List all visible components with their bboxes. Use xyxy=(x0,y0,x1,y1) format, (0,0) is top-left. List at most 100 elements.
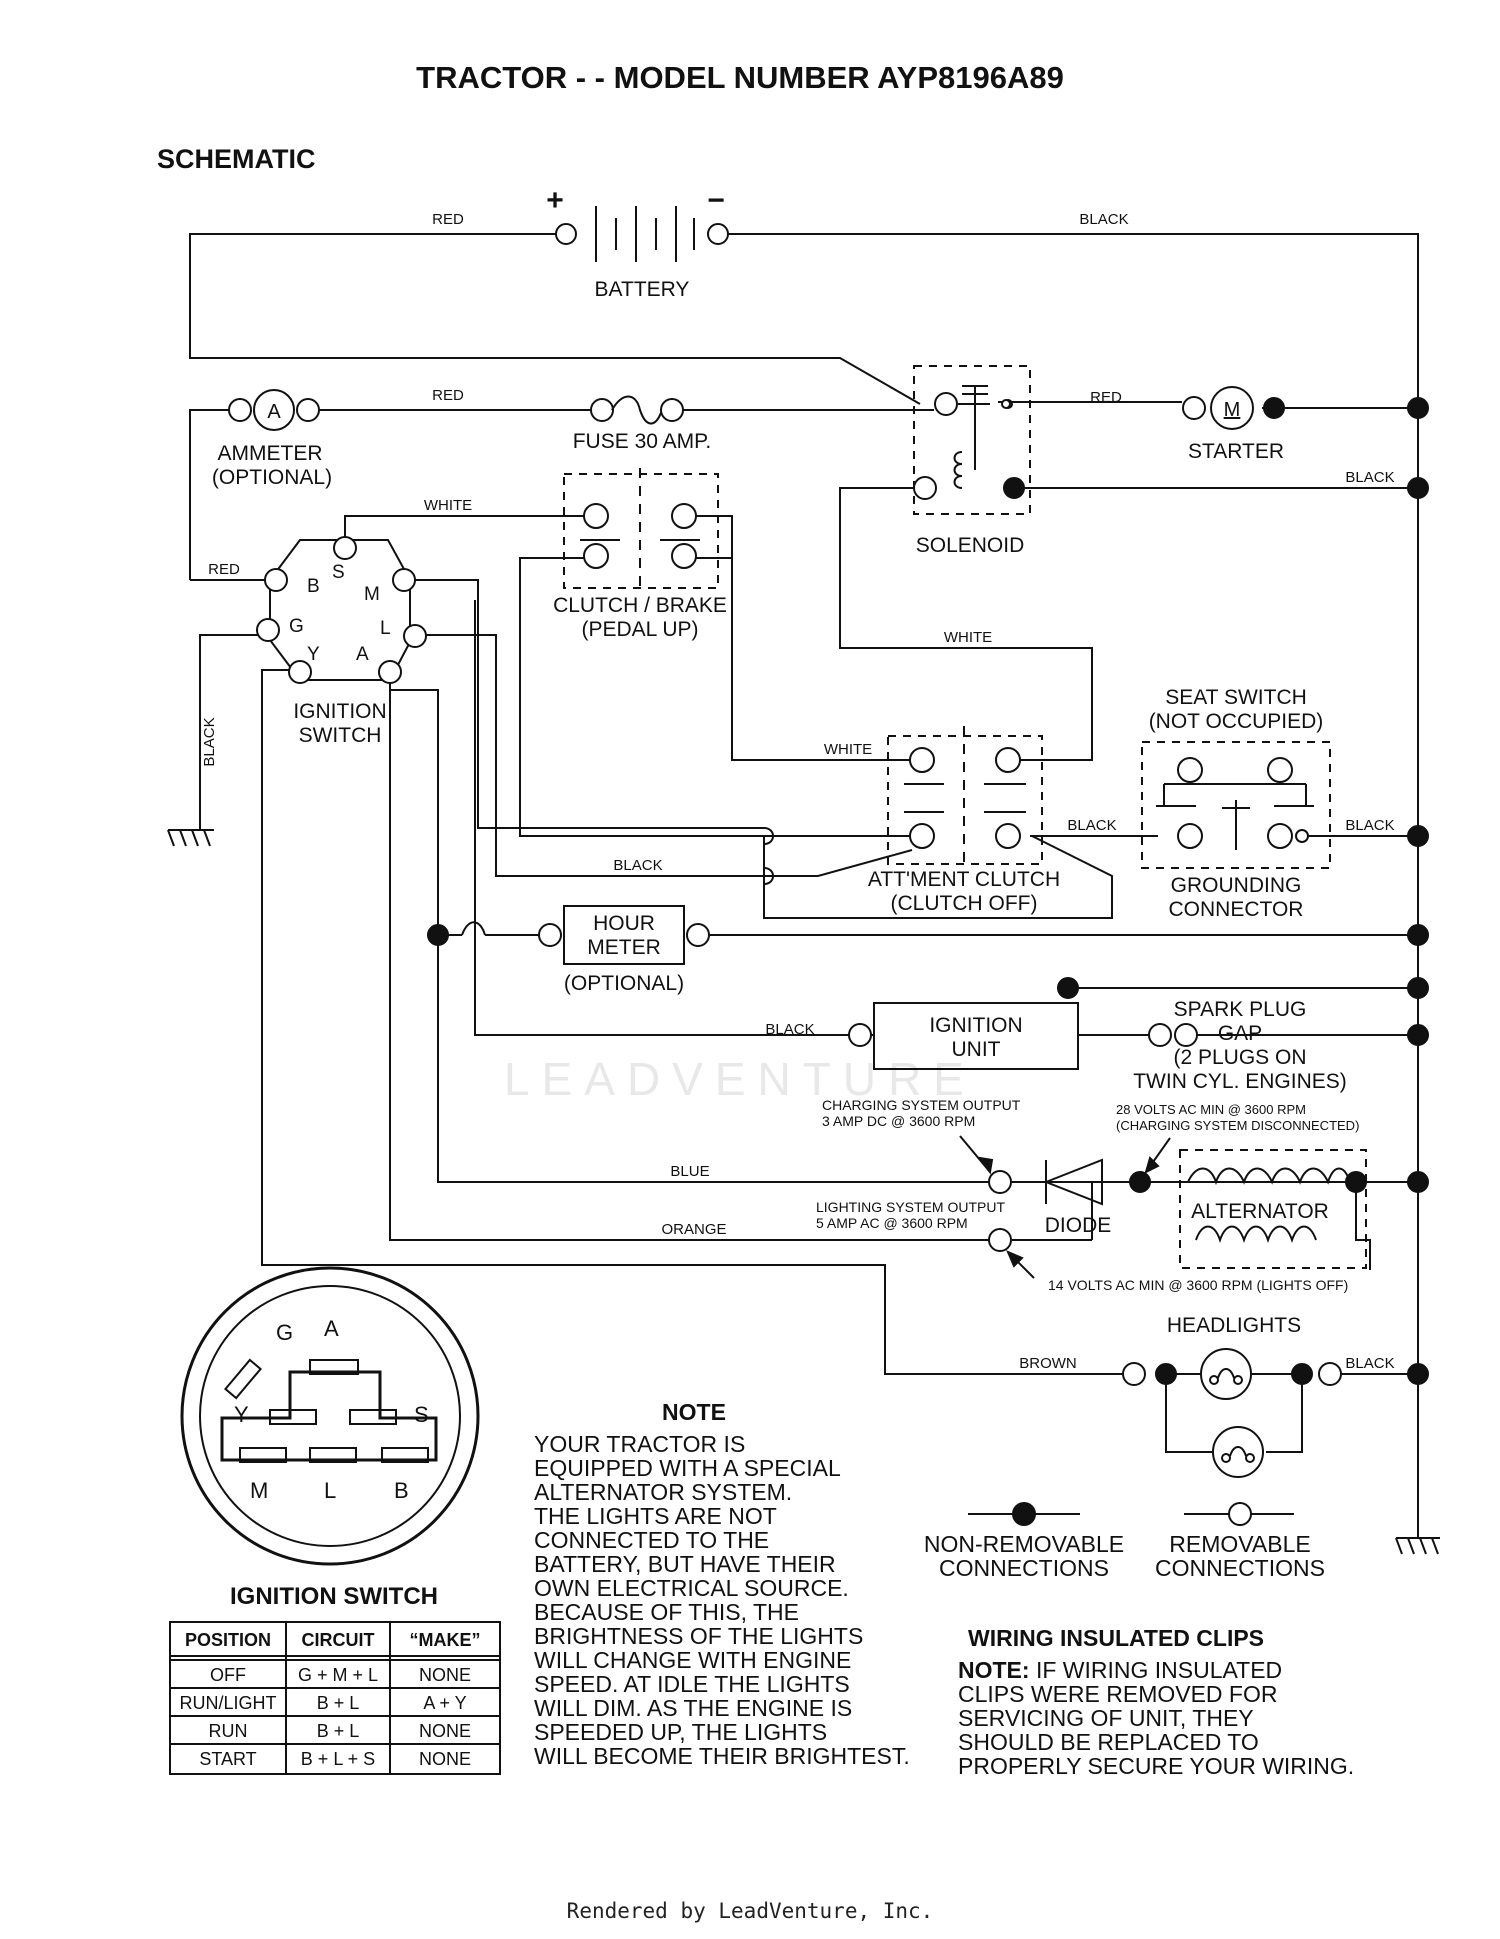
clutch-brake-label: CLUTCH / BRAKE xyxy=(553,594,727,617)
watermark: LEADVENTURE xyxy=(504,1053,976,1105)
face-pin-a: A xyxy=(324,1316,339,1341)
wire-label-red: RED xyxy=(208,561,240,578)
ign-pin-l: L xyxy=(380,618,391,639)
seat-switch-sublabel: (NOT OCCUPIED) xyxy=(1149,710,1324,733)
ign-pin-g: G xyxy=(289,616,304,637)
fuse-label: FUSE 30 AMP. xyxy=(573,430,712,453)
table-cell: B + L + S xyxy=(301,1749,375,1769)
wire-label-black: BLACK xyxy=(1079,211,1128,228)
wire-label-black: BLACK xyxy=(1345,469,1394,486)
note-line: EQUIPPED WITH A SPECIAL xyxy=(534,1455,841,1481)
spark-plug-note-2: TWIN CYL. ENGINES) xyxy=(1133,1070,1347,1093)
clips-line-1: NOTE: IF WIRING INSULATED xyxy=(958,1657,1282,1683)
note-line: BATTERY, BUT HAVE THEIR xyxy=(534,1551,836,1577)
note-title: NOTE xyxy=(662,1399,726,1425)
table-header: POSITION CIRCUIT “MAKE” xyxy=(185,1630,481,1650)
output-annotations: CHARGING SYSTEM OUTPUT 3 AMP DC @ 3600 R… xyxy=(816,1097,1359,1293)
wire-label-white: WHITE xyxy=(944,629,992,646)
alternator-note: NOTE YOUR TRACTOR IS EQUIPPED WITH A SPE… xyxy=(534,1399,910,1769)
wire-label-red: RED xyxy=(1090,389,1122,406)
note-line: YOUR TRACTOR IS xyxy=(534,1431,745,1457)
table-row: OFF G + M + L NONE xyxy=(210,1665,471,1685)
note-line: BECAUSE OF THIS, THE xyxy=(534,1599,799,1625)
ign-pin-a: A xyxy=(356,644,369,665)
face-pin-b: B xyxy=(394,1478,409,1503)
charging-output-label: CHARGING SYSTEM OUTPUT xyxy=(822,1097,1021,1113)
alternator-label: ALTERNATOR xyxy=(1191,1200,1329,1223)
section-heading: SCHEMATIC xyxy=(157,144,316,174)
face-pin-y: Y xyxy=(234,1402,249,1427)
note-line: THE LIGHTS ARE NOT xyxy=(534,1503,777,1529)
table-header-make: “MAKE” xyxy=(410,1630,481,1650)
clips-lead: NOTE: xyxy=(958,1657,1030,1683)
wiring-clips-note: WIRING INSULATED CLIPS NOTE: IF WIRING I… xyxy=(958,1625,1354,1779)
wire-label-white: WHITE xyxy=(424,497,472,514)
clips-line: IF WIRING INSULATED xyxy=(1030,1657,1283,1683)
ammeter-symbol: A xyxy=(267,401,281,423)
wire-label-brown: BROWN xyxy=(1019,1355,1077,1372)
starter-label: STARTER xyxy=(1188,440,1284,463)
page-title: TRACTOR - - MODEL NUMBER AYP8196A89 xyxy=(416,60,1064,95)
ignition-switch-label: IGNITION xyxy=(293,700,386,723)
wire-label-black: BLACK xyxy=(613,857,662,874)
footer-credit: Rendered by LeadVenture, Inc. xyxy=(567,1899,934,1923)
table-header-circuit: CIRCUIT xyxy=(302,1630,375,1650)
table-cell: NONE xyxy=(419,1665,471,1685)
note-line: BRIGHTNESS OF THE LIGHTS xyxy=(534,1623,863,1649)
ign-pin-b: B xyxy=(307,576,320,597)
connection-legend: NON-REMOVABLE CONNECTIONS REMOVABLE CONN… xyxy=(924,1502,1325,1581)
table-cell: RUN xyxy=(209,1721,248,1741)
face-pin-l: L xyxy=(324,1478,336,1503)
attachment-clutch-label: ATT'MENT CLUTCH xyxy=(868,868,1060,891)
starter-symbol: M xyxy=(1224,399,1241,421)
clips-line: CLIPS WERE REMOVED FOR xyxy=(958,1681,1277,1707)
volts-28-label: 28 VOLTS AC MIN @ 3600 RPM xyxy=(1116,1102,1306,1117)
wire-label-red: RED xyxy=(432,387,464,404)
hour-meter: HOUR METER (OPTIONAL) xyxy=(427,905,710,995)
wires xyxy=(167,233,1440,1555)
diode: DIODE xyxy=(988,1158,1151,1237)
ignition-switch-table: POSITION CIRCUIT “MAKE” OFF G + M + L NO… xyxy=(169,1621,501,1775)
ign-pin-y: Y xyxy=(307,644,320,665)
legend-nonremovable-sublabel: CONNECTIONS xyxy=(939,1555,1109,1581)
wire-label-black: BLACK xyxy=(201,717,218,766)
legend-removable-sublabel: CONNECTIONS xyxy=(1155,1555,1325,1581)
ignition-switch-table-title: IGNITION SWITCH xyxy=(230,1583,438,1610)
table-row: RUN/LIGHT B + L A + Y xyxy=(179,1693,466,1713)
clips-line: SHOULD BE REPLACED TO xyxy=(958,1729,1259,1755)
ammeter-optional-label: (OPTIONAL) xyxy=(212,466,332,489)
clips-line: SERVICING OF UNIT, THEY xyxy=(958,1705,1254,1731)
note-line: SPEED. AT IDLE THE LIGHTS xyxy=(534,1671,850,1697)
note-line: OWN ELECTRICAL SOURCE. xyxy=(534,1575,849,1601)
note-line: WILL CHANGE WITH ENGINE xyxy=(534,1647,851,1673)
seat-switch: SEAT SWITCH (NOT OCCUPIED) GROUNDING CON… xyxy=(1141,686,1331,921)
grounding-connector-label: GROUNDING xyxy=(1171,874,1302,897)
table-cell: NONE xyxy=(419,1721,471,1741)
solenoid: SOLENOID xyxy=(913,365,1031,557)
table-row: RUN B + L NONE xyxy=(209,1721,472,1741)
hour-meter-label: HOUR xyxy=(593,912,655,935)
note-line: CONNECTED TO THE xyxy=(534,1527,769,1553)
wire-label-black: BLACK xyxy=(1345,817,1394,834)
volts-28-sublabel: (CHARGING SYSTEM DISCONNECTED) xyxy=(1116,1118,1359,1133)
diode-label: DIODE xyxy=(1045,1214,1112,1237)
table-cell: START xyxy=(199,1749,256,1769)
headlights: HEADLIGHTS xyxy=(1122,1314,1342,1478)
attachment-clutch-sublabel: (CLUTCH OFF) xyxy=(891,892,1038,915)
wire-crossover xyxy=(763,867,774,885)
solenoid-label: SOLENOID xyxy=(916,534,1025,557)
junction-dots xyxy=(1295,397,1429,1385)
attachment-clutch-switch: ATT'MENT CLUTCH (CLUTCH OFF) xyxy=(868,726,1060,915)
table-header-position: POSITION xyxy=(185,1630,271,1650)
clips-title: WIRING INSULATED CLIPS xyxy=(968,1625,1264,1651)
battery-minus-sign: − xyxy=(707,184,725,217)
ignition-unit-label: IGNITION xyxy=(929,1014,1022,1037)
note-line: SPEEDED UP, THE LIGHTS xyxy=(534,1719,827,1745)
table-cell: B + L xyxy=(317,1693,360,1713)
spark-plug-note: (2 PLUGS ON xyxy=(1173,1046,1306,1069)
lighting-output-label: LIGHTING SYSTEM OUTPUT xyxy=(816,1199,1005,1215)
wire-label-black: BLACK xyxy=(765,1021,814,1038)
wire-label-red: RED xyxy=(432,211,464,228)
headlights-label: HEADLIGHTS xyxy=(1167,1314,1301,1337)
